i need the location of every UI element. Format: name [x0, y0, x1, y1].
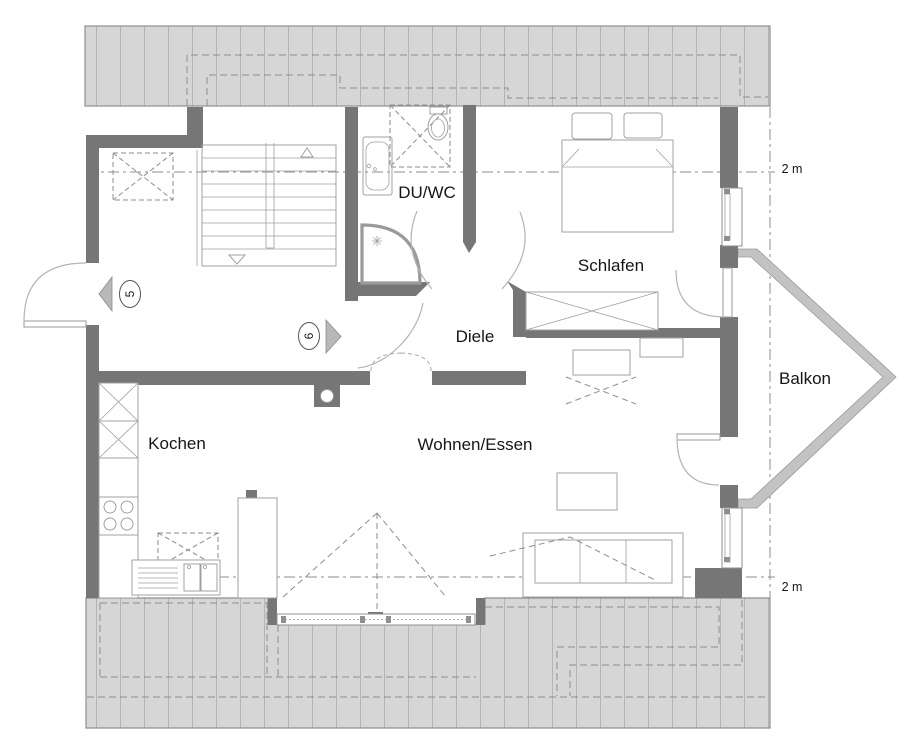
- pillow: [571, 112, 613, 140]
- shower: [360, 223, 422, 285]
- living-passage-swing: [370, 352, 432, 372]
- entrance-door: [23, 262, 87, 328]
- kitchen-sink: [131, 559, 221, 596]
- roof-window-bath: [389, 104, 451, 168]
- sofa: [522, 532, 684, 598]
- stair-down-arrow: [227, 254, 247, 265]
- walls: [86, 105, 742, 625]
- dining-table: [556, 472, 618, 511]
- stove: [103, 500, 134, 531]
- toilet: [427, 106, 449, 141]
- room-label-bedroom: Schlafen: [578, 256, 644, 275]
- dimension-label-top: 2 m: [782, 162, 803, 176]
- wardrobe: [525, 291, 659, 331]
- door-marker-6: 6: [298, 318, 342, 355]
- room-label-hallway: Diele: [456, 327, 495, 346]
- door-direction-arrow-icon: [325, 318, 342, 355]
- pillow: [623, 112, 663, 139]
- roof-window-hall: [112, 152, 174, 201]
- stair-up-arrow: [300, 147, 314, 158]
- bath-door-swing: [410, 210, 433, 290]
- room-label-balcony: Balkon: [779, 369, 831, 388]
- washbasin: [362, 136, 393, 196]
- dormer-ceiling-lines: [282, 376, 656, 613]
- balcony-door-living: [676, 433, 721, 486]
- balcony-door-bedroom: [675, 267, 733, 318]
- dimension-label-bottom: 2 m: [782, 580, 803, 594]
- hall-door-swing: [357, 302, 424, 369]
- window-living-east: [721, 507, 743, 569]
- door-marker-5: 5: [98, 275, 141, 313]
- room-label-bathroom: DU/WC: [398, 183, 456, 202]
- door-number-5: 5: [123, 290, 137, 297]
- bed: [561, 112, 674, 233]
- roof-area-top: [84, 25, 771, 107]
- dormer-window-south: [276, 613, 476, 626]
- drain-icon: [372, 236, 382, 246]
- sideboard: [572, 349, 631, 376]
- bedroom-door-swing: [501, 211, 526, 290]
- lowboard: [639, 337, 684, 358]
- room-label-living: Wohnen/Essen: [418, 435, 533, 454]
- window-bedroom-east: [721, 187, 743, 247]
- room-label-kitchen: Kochen: [148, 434, 206, 453]
- steel-column: [314, 385, 340, 407]
- door-direction-arrow-icon: [98, 275, 113, 313]
- door-number-6: 6: [302, 332, 316, 339]
- staircase: [196, 143, 337, 267]
- chimney-block: [237, 497, 278, 599]
